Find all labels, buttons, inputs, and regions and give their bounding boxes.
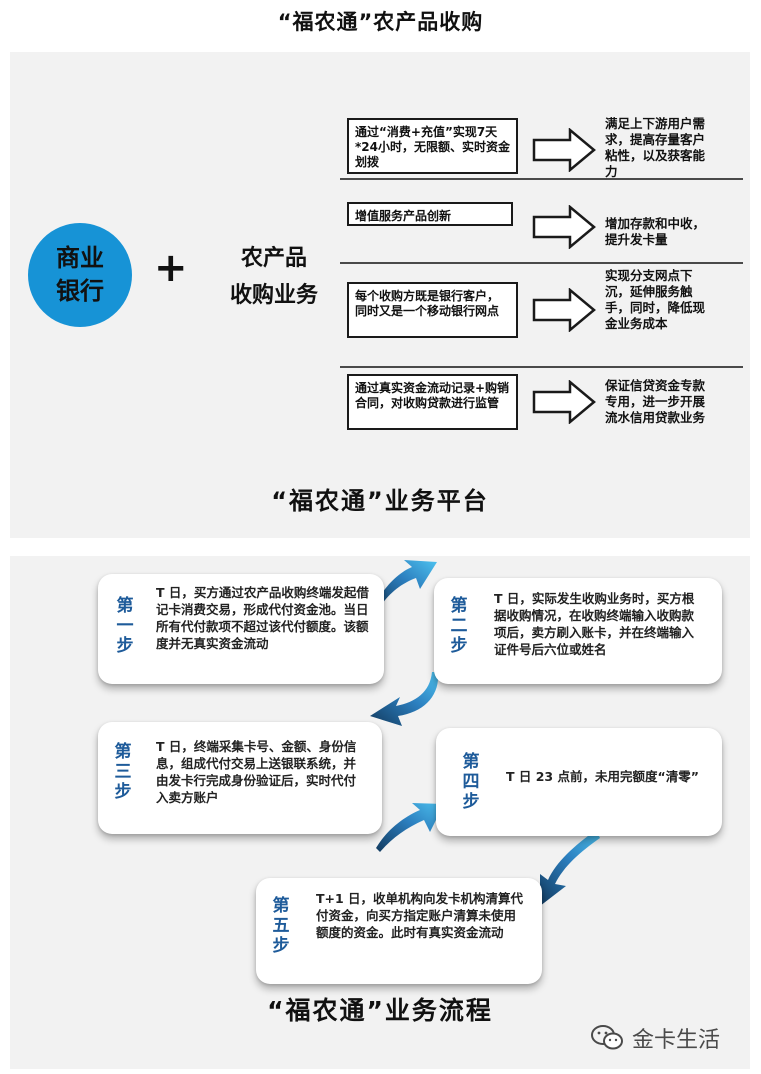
watermark: 金卡生活 (590, 1022, 720, 1054)
curved-arrow-icon (370, 672, 439, 726)
separator-line (340, 178, 743, 180)
page-title: “福农通”农产品收购 (277, 10, 484, 34)
business-line-2: 收购业务 (229, 283, 318, 308)
platform-box-1: 通过“消费+充值”实现7天*24小时，无限额、实时资金划拨 (347, 118, 518, 174)
platform-box-3: 每个收购方既是银行客户，同时又是一个移动银行网点 (347, 282, 518, 338)
platform-result-3: 实现分支网点下沉，延伸服务触手，同时，降低现金业务成本 (605, 268, 706, 331)
right-arrow-icon (532, 288, 596, 332)
process-caption: “福农通”业务流程 (267, 996, 493, 1025)
step-label: 第二步 (450, 596, 468, 656)
step-1-card: 第一步 T 日，买方通过农产品收购终端发起借记卡消费交易，形成代付资金池。当日所… (98, 574, 384, 684)
step-4-card: 第四步 T 日 23 点前，未用完额度“清零” (436, 728, 722, 836)
curved-arrow-icon (376, 803, 444, 852)
step-text: T+1 日，收单机构向发卡机构清算代付资金，向买方指定账户清算未使用额度的资金。… (316, 891, 524, 940)
curved-arrow-icon (540, 830, 600, 906)
separator-line (340, 366, 743, 368)
curved-arrow-icon (374, 560, 437, 610)
commercial-bank-circle: 商业银行 (28, 223, 132, 327)
platform-result-1: 满足上下游用户需求，提高存量客户粘性，以及获客能力 (605, 116, 706, 179)
right-arrow-icon (532, 205, 596, 249)
step-3-card: 第三步 T 日，终端采集卡号、金额、身份信息，组成代付交易上送银联系统，并由发卡… (98, 722, 382, 834)
business-line-1: 农产品 (240, 246, 307, 271)
plus-sign: + (154, 245, 188, 291)
platform-box-4: 通过真实资金流动记录+购销合同，对收购贷款进行监管 (347, 374, 518, 430)
step-2-card: 第二步 T 日，实际发生收购业务时，买方根据收购情况，在收购终端输入收购款项后，… (434, 578, 722, 684)
circle-line-1: 商业 (56, 244, 104, 272)
business-label: 农产品 收购业务 (218, 240, 330, 314)
step-5-card: 第五步 T+1 日，收单机构向发卡机构清算代付资金，向买方指定账户清算未使用额度… (256, 878, 542, 984)
step-text: T 日，终端采集卡号、金额、身份信息，组成代付交易上送银联系统，并由发卡行完成身… (156, 739, 357, 805)
right-arrow-icon (532, 128, 596, 172)
step-text: T 日，实际发生收购业务时，买方根据收购情况，在收购终端输入收购款项后，卖方刷入… (494, 591, 695, 657)
step-text: T 日 23 点前，未用完额度“清零” (506, 769, 699, 784)
platform-box-2: 增值服务产品创新 (347, 202, 513, 226)
step-label: 第四步 (462, 752, 480, 812)
watermark-text: 金卡生活 (632, 1028, 721, 1053)
circle-line-2: 银行 (56, 277, 104, 305)
step-label: 第五步 (272, 896, 290, 956)
platform-result-2: 增加存款和中收，提升发卡量 (605, 216, 706, 247)
platform-result-4: 保证信贷资金专款专用，进一步开展流水信用贷款业务 (605, 378, 706, 425)
wechat-icon (591, 1025, 623, 1050)
right-arrow-icon (532, 380, 596, 424)
step-text: T 日，买方通过农产品收购终端发起借记卡消费交易，形成代付资金池。当日所有代付款… (156, 585, 369, 651)
separator-line (340, 262, 743, 264)
step-label: 第一步 (116, 596, 134, 656)
platform-caption: “福农通”业务平台 (271, 487, 489, 515)
step-label: 第三步 (114, 742, 132, 802)
